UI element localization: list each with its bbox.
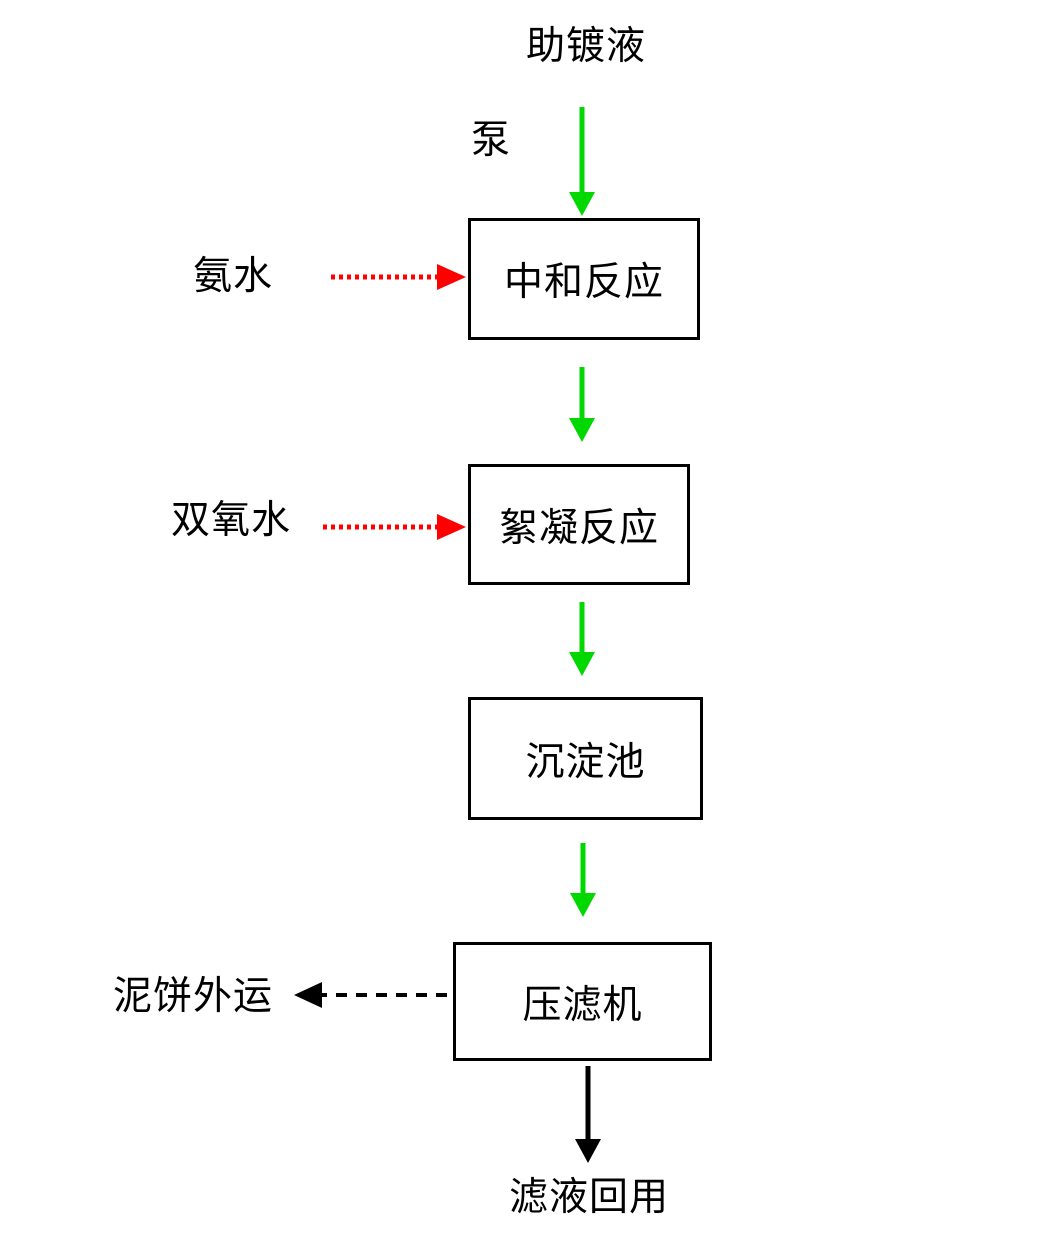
label-peroxide-input: 双氧水 [171, 499, 292, 542]
dosing-arrow-peroxide [323, 514, 466, 540]
node-filter-press: 压滤机 [453, 942, 712, 1061]
flow-arrow-source-to-neutralization [569, 107, 595, 216]
node-label: 絮凝反应 [498, 506, 659, 550]
label-ammonia-input: 氨水 [193, 255, 274, 298]
node-label: 沉淀池 [525, 740, 646, 784]
node-label: 中和反应 [503, 261, 664, 304]
node-neutralization-reaction: 中和反应 [468, 218, 700, 340]
output-arrow-sludge [294, 982, 447, 1008]
node-flocculation-reaction: 絮凝反应 [468, 464, 690, 585]
flow-arrow-neutralization-to-flocculation [569, 367, 595, 442]
flow-arrow-flocculation-to-sedimentation [569, 602, 595, 676]
label-flux-solution: 助镀液 [526, 25, 647, 68]
node-label: 压滤机 [522, 983, 643, 1027]
dosing-arrow-ammonia [331, 264, 466, 290]
node-sedimentation-tank: 沉淀池 [468, 697, 703, 820]
output-arrow-filtrate [575, 1066, 601, 1163]
label-filtrate-reuse: 滤液回用 [509, 1176, 670, 1219]
flow-arrow-sedimentation-to-filterpress [570, 843, 596, 917]
label-sludge-output: 泥饼外运 [113, 975, 274, 1018]
label-pump: 泵 [471, 119, 512, 162]
